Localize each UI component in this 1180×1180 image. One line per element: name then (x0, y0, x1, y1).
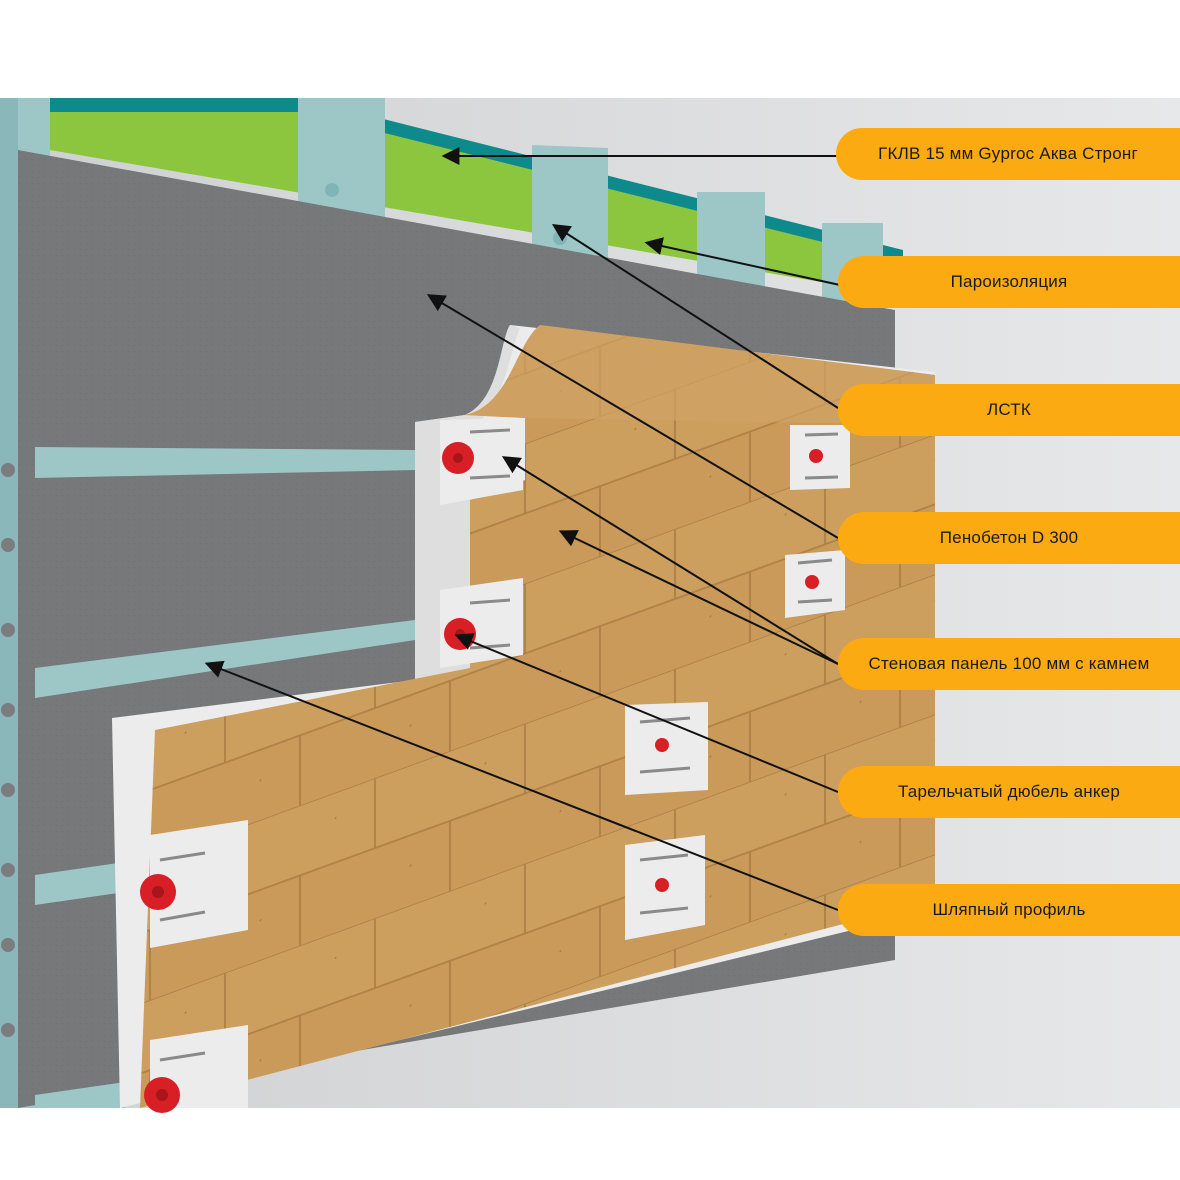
label-penobeton-text: Пенобетон D 300 (939, 528, 1079, 547)
leader-penobeton (426, 294, 839, 539)
stud (298, 98, 385, 240)
label-dowel-anchor: Тарельчатый дюбель анкер (838, 766, 1180, 818)
stone-panels (140, 325, 935, 1108)
label-wall-panel-text: Стеновая панель 100 мм с камнем (868, 654, 1150, 673)
leader-lstk (551, 224, 839, 409)
leader-vapor (644, 237, 841, 286)
top-layers (50, 98, 903, 296)
label-gklv-text: ГКЛВ 15 мм Gyproc Аква Стронг (878, 144, 1138, 163)
label-lstk: ЛСТК (838, 384, 1180, 436)
label-hat-profile: Шляпный профиль (838, 884, 1180, 936)
dowel-slots (159, 428, 839, 1062)
label-lstk-text: ЛСТК (987, 400, 1031, 419)
leader-panel-2 (558, 530, 839, 665)
dowel-anchor (655, 738, 669, 752)
leader-panel-1 (501, 456, 839, 665)
label-vapor-barrier-text: Пароизоляция (950, 272, 1068, 291)
leader-dowel (454, 633, 839, 793)
stud-hole (325, 183, 339, 197)
vapor-barrier (50, 112, 903, 296)
dowel-anchor (805, 575, 819, 589)
label-hat-profile-text: Шляпный профиль (932, 900, 1086, 919)
leader-lines (204, 147, 841, 911)
hat-profile (35, 620, 415, 698)
hat-profiles (35, 447, 415, 1108)
label-gklv: ГКЛВ 15 мм Gyproc Аква Стронг (836, 128, 1180, 180)
dowel-anchor (655, 878, 669, 892)
dowel-anchor (809, 449, 823, 463)
label-dowel-anchor-text: Тарельчатый дюбель анкер (897, 782, 1120, 801)
hat-profile (35, 862, 125, 905)
label-penobeton: Пенобетон D 300 (838, 512, 1180, 564)
label-vapor-barrier: Пароизоляция (838, 256, 1180, 308)
hat-profile (35, 447, 415, 478)
label-wall-panel: Стеновая панель 100 мм с камнем (838, 638, 1180, 690)
hat-profile (35, 1082, 125, 1108)
leader-hat (204, 660, 839, 911)
